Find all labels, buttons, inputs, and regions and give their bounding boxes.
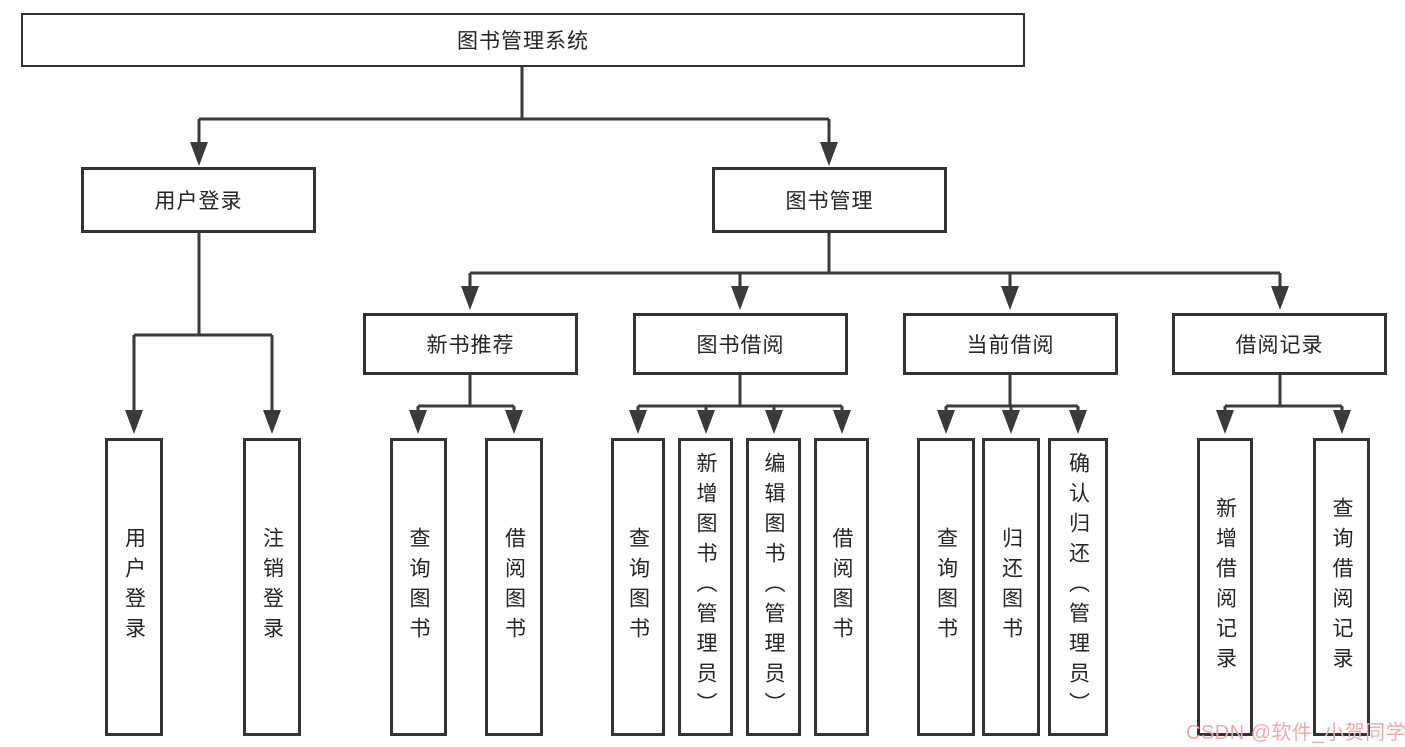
node-borrow-records: 借阅记录 <box>1172 313 1387 375</box>
leaf-borrow-borrow: 借阅图书 <box>814 438 869 736</box>
node-new-book-recommend: 新书推荐 <box>363 313 578 375</box>
node-new-book-recommend-label: 新书推荐 <box>426 334 515 357</box>
leaf-current-query-label: 查询图书 <box>934 527 958 647</box>
leaf-newbooks-query-label: 查询图书 <box>407 527 430 647</box>
leaf-current-return: 归还图书 <box>982 438 1040 736</box>
leaf-current-return-label: 归还图书 <box>999 527 1023 647</box>
leaf-borrow-borrow-label: 借阅图书 <box>830 527 853 647</box>
leaf-borrow-query-label: 查询图书 <box>626 527 650 647</box>
node-user-login: 用户登录 <box>81 167 316 233</box>
leaf-records-query-label: 查询借阅记录 <box>1330 497 1353 677</box>
leaf-current-query: 查询图书 <box>917 438 975 736</box>
leaf-newbooks-borrow-label: 借阅图书 <box>502 527 526 647</box>
node-book-management-label: 图书管理 <box>785 190 874 213</box>
leaf-newbooks-query: 查询图书 <box>390 438 447 736</box>
leaf-current-confirm-admin: 确认归还（管理员） <box>1048 438 1108 736</box>
leaf-records-add: 新增借阅记录 <box>1197 438 1253 736</box>
node-book-borrow: 图书借阅 <box>633 313 848 375</box>
node-current-borrow-label: 当前借阅 <box>966 334 1055 357</box>
leaf-borrow-edit-admin-label: 编辑图书（管理员） <box>762 452 785 722</box>
node-borrow-records-label: 借阅记录 <box>1235 334 1324 357</box>
leaf-logout: 注销登录 <box>243 438 301 736</box>
node-current-borrow: 当前借阅 <box>903 313 1118 375</box>
node-root-label: 图书管理系统 <box>457 30 589 53</box>
leaf-borrow-edit-admin: 编辑图书（管理员） <box>746 438 801 736</box>
node-user-login-label: 用户登录 <box>154 190 243 213</box>
leaf-newbooks-borrow: 借阅图书 <box>485 438 543 736</box>
leaf-user-login-label: 用户登录 <box>122 527 146 647</box>
leaf-records-query: 查询借阅记录 <box>1313 438 1370 736</box>
node-book-management: 图书管理 <box>712 167 947 233</box>
arrowheads <box>125 142 1351 434</box>
leaf-borrow-add-admin: 新增图书（管理员） <box>678 438 733 736</box>
csdn-watermark: CSDN @软件_小贺同学 <box>1186 722 1405 744</box>
leaf-current-confirm-admin-label: 确认归还（管理员） <box>1066 452 1090 722</box>
leaf-user-login: 用户登录 <box>105 438 163 736</box>
leaf-borrow-add-admin-label: 新增图书（管理员） <box>694 452 717 722</box>
leaf-borrow-query: 查询图书 <box>611 438 665 736</box>
leaf-logout-label: 注销登录 <box>260 527 284 647</box>
node-root: 图书管理系统 <box>21 13 1025 67</box>
node-book-borrow-label: 图书借阅 <box>696 334 785 357</box>
leaf-records-add-label: 新增借阅记录 <box>1213 497 1237 677</box>
